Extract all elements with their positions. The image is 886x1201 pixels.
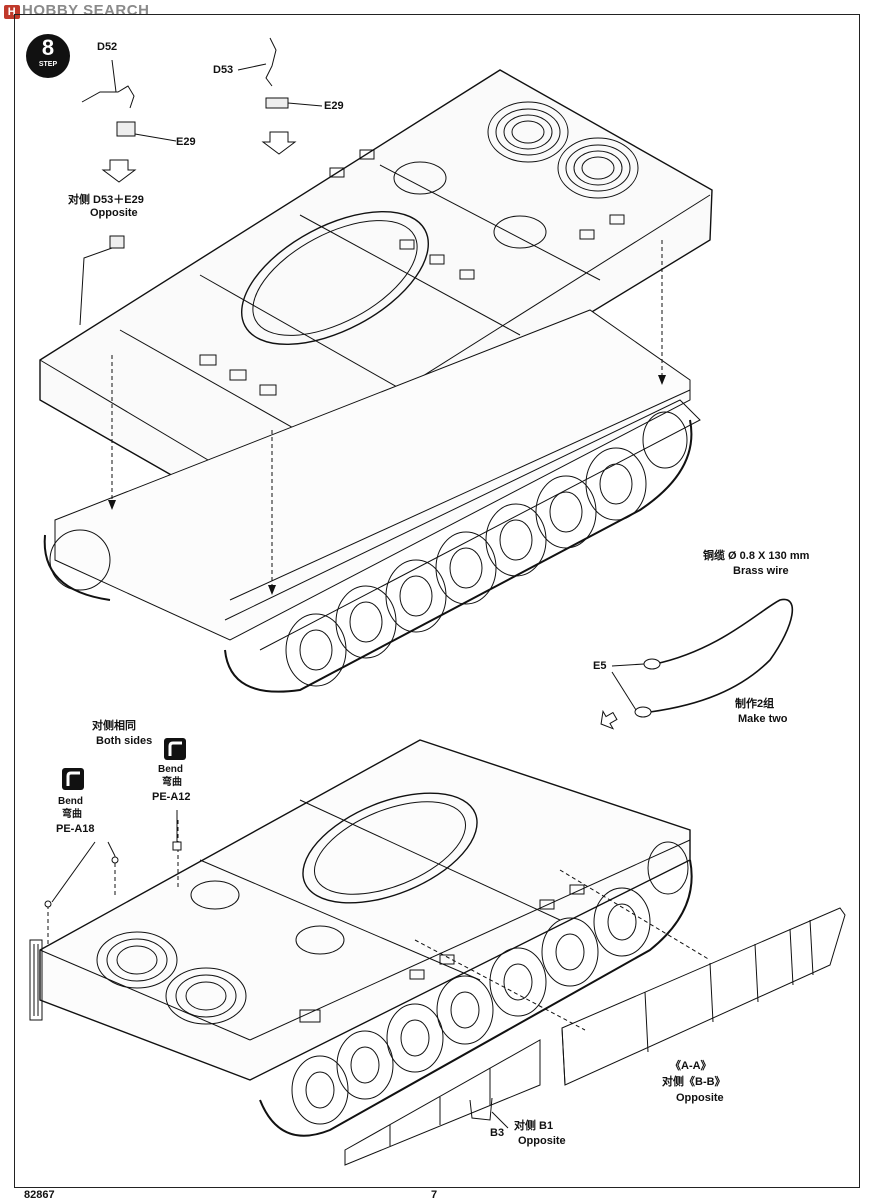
part-d53 bbox=[237, 37, 323, 109]
label-bend2-en: Bend bbox=[158, 764, 183, 775]
label-b3: B3 bbox=[490, 1127, 505, 1139]
step-number: 8 bbox=[41, 35, 55, 60]
label-make-two-cn: 制作2组 bbox=[735, 698, 775, 710]
part-d52 bbox=[81, 59, 177, 142]
label-both-sides-en: Both sides bbox=[96, 735, 153, 747]
footer-code: 82867 bbox=[24, 1189, 55, 1201]
label-bend1-en: Bend bbox=[58, 796, 83, 807]
label-aa-line2: 对侧《B-B》 bbox=[662, 1076, 726, 1088]
page-frame bbox=[14, 14, 860, 1188]
side-skirt-aa bbox=[561, 907, 846, 1086]
watermark-logo: H bbox=[4, 5, 20, 19]
label-b1-en: Opposite bbox=[518, 1135, 566, 1147]
label-e29-left: E29 bbox=[176, 136, 196, 148]
label-brass-en: Brass wire bbox=[733, 565, 789, 577]
page-number: 7 bbox=[431, 1189, 438, 1201]
label-aa-line3: Opposite bbox=[676, 1092, 724, 1104]
step-badge: 8 STEP bbox=[26, 34, 70, 78]
label-bend1-part: PE-A18 bbox=[56, 823, 95, 835]
label-bend1-cn: 弯曲 bbox=[62, 809, 82, 820]
label-d52: D52 bbox=[97, 41, 118, 53]
part-opposite-d53 bbox=[79, 235, 125, 326]
side-skirt-b3 bbox=[344, 1039, 541, 1166]
label-opposite-en: Opposite bbox=[90, 207, 138, 219]
upper-lower-hull bbox=[43, 309, 701, 693]
label-b1-cn: 对侧 B1 bbox=[514, 1120, 554, 1132]
label-bend2-part: PE-A12 bbox=[152, 791, 191, 803]
label-e29-right: E29 bbox=[324, 100, 344, 112]
label-opposite-cn: 对侧 D53＋E29 bbox=[68, 194, 144, 206]
label-make-two-en: Make two bbox=[738, 713, 788, 725]
brass-wire bbox=[611, 598, 794, 718]
lower-road-wheels bbox=[259, 841, 693, 1137]
label-d53: D53 bbox=[213, 64, 234, 76]
lower-hull bbox=[29, 739, 691, 1081]
step-label: STEP bbox=[38, 61, 58, 68]
label-brass-cn: 铜缆 Ø 0.8 X 130 mm bbox=[703, 550, 810, 562]
label-both-sides-cn: 对侧相同 bbox=[92, 720, 136, 732]
bend-icon bbox=[164, 738, 186, 760]
bend-icon bbox=[62, 768, 84, 790]
label-bend2-cn: 弯曲 bbox=[162, 777, 182, 788]
label-aa-line1: 《A-A》 bbox=[670, 1060, 712, 1072]
label-e5: E5 bbox=[593, 660, 607, 672]
